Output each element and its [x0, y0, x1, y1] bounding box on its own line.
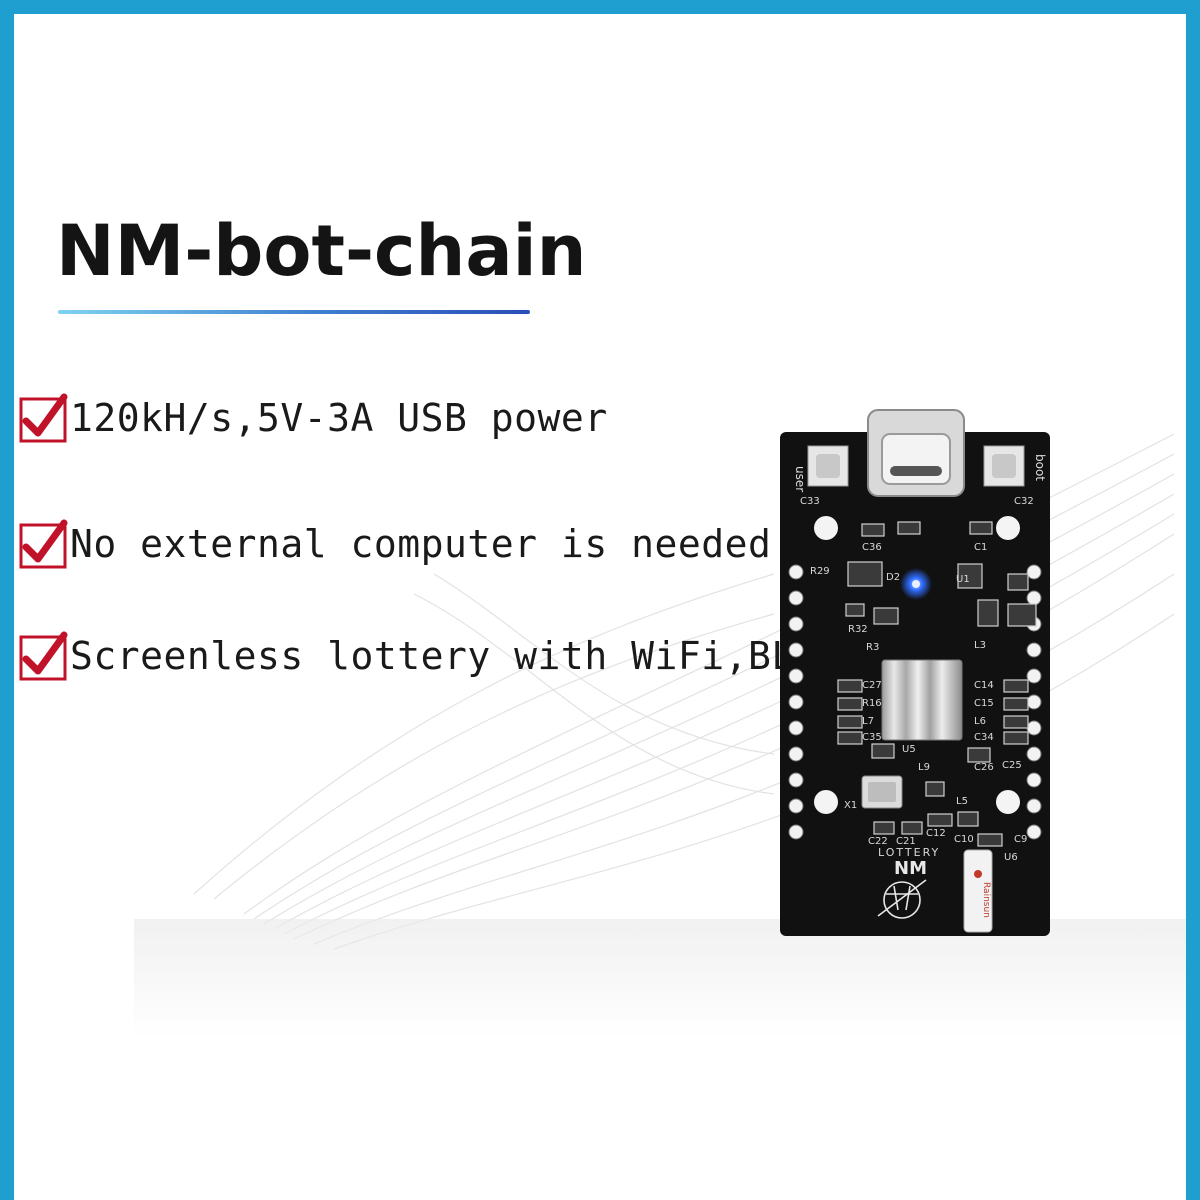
silk-c35: C35: [862, 732, 882, 743]
floor-shadow: [134, 919, 1186, 1039]
silk-c32: C32: [1014, 496, 1034, 507]
module-label: Rainsun: [981, 882, 991, 918]
label-user: user: [793, 466, 807, 492]
feature-item-standalone: No external computer is needed: [18, 516, 771, 572]
silk-c21: C21: [896, 836, 916, 847]
silk-r29: R29: [810, 566, 830, 577]
wifi-module-icon: [963, 849, 993, 933]
silk-c1: C1: [974, 542, 987, 553]
feature-item-hashrate: 120kH/s,5V-3A USB power: [18, 390, 608, 446]
silk-c10: C10: [954, 834, 974, 845]
silk-c15: C15: [974, 698, 994, 709]
silk-c25: C25: [1002, 760, 1022, 771]
feature-item-wireless: Screenless lottery with WiFi,BLE: [18, 628, 818, 684]
background-waves: [193, 433, 1175, 950]
checkbox-checked-icon: [19, 519, 68, 569]
mascot-logo-icon: [877, 879, 927, 919]
product-frame: NM-bot-chain 120kH/s,5V-3A USB power No …: [14, 14, 1186, 1200]
boot-button-icon: [983, 445, 1025, 487]
pcb-board-image: user boot: [780, 409, 1050, 936]
silk-u1: U1: [956, 574, 970, 585]
feature-text: No external computer is needed: [70, 522, 772, 566]
brand-sub: LOTTERY: [878, 846, 940, 859]
silk-r3: R3: [866, 642, 879, 653]
page-title: NM-bot-chain: [56, 210, 587, 292]
silk-l6: L6: [974, 716, 986, 727]
silk-l5: L5: [956, 796, 968, 807]
silk-l7: L7: [862, 716, 874, 727]
silk-d2: D2: [886, 572, 900, 583]
silk-c27: C27: [862, 680, 882, 691]
heatsink-icon: [881, 659, 963, 741]
user-button-icon: [807, 445, 849, 487]
silk-r32: R32: [848, 624, 868, 635]
label-boot: boot: [1033, 454, 1047, 481]
silk-l9: L9: [918, 762, 930, 773]
silk-r16: R16: [862, 698, 882, 709]
checkbox-checked-icon: [19, 393, 68, 443]
silk-c33: C33: [800, 496, 820, 507]
feature-text: Screenless lottery with WiFi,BLE: [70, 634, 819, 678]
silk-c34: C34: [974, 732, 994, 743]
feature-text: 120kH/s,5V-3A USB power: [70, 396, 608, 440]
silk-x1: X1: [844, 800, 857, 811]
checkbox-checked-icon: [19, 631, 68, 681]
silk-c36: C36: [862, 542, 882, 553]
silk-l3: L3: [974, 640, 986, 651]
silk-c14: C14: [974, 680, 994, 691]
silk-u5: U5: [902, 744, 916, 755]
silk-u6: U6: [1004, 852, 1018, 863]
silk-c22: C22: [868, 836, 888, 847]
silk-c9: C9: [1014, 834, 1027, 845]
silk-c12: C12: [926, 828, 946, 839]
brand-logo: NM: [894, 858, 927, 879]
title-underline: [58, 310, 530, 314]
silk-c26: C26: [974, 762, 994, 773]
